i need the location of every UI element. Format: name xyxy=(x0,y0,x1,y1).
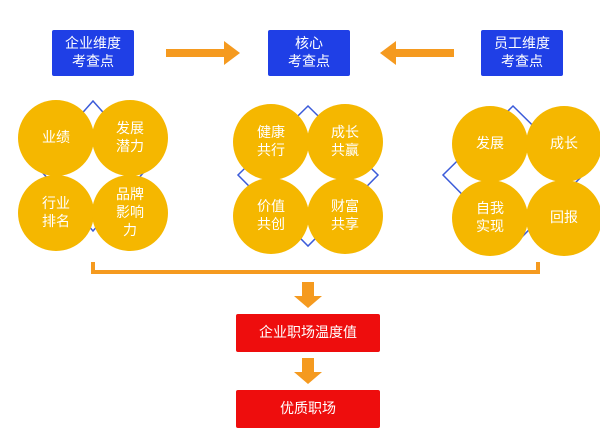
quality-box: 优质职场 xyxy=(236,390,380,428)
arrow-down-icon xyxy=(294,282,322,308)
employee-circle-growth: 成长 xyxy=(526,106,600,182)
core-circle-value: 价值共创 xyxy=(233,178,309,254)
arrow-down-icon xyxy=(294,358,322,384)
arrow-right-icon xyxy=(166,41,240,65)
core-circle-growth: 成长共赢 xyxy=(307,104,383,180)
employee-header: 员工维度考查点 xyxy=(481,30,563,76)
core-circle-wealth: 财富共享 xyxy=(307,178,383,254)
core-header: 核心考查点 xyxy=(268,30,350,76)
employee-circle-reward: 回报 xyxy=(526,180,600,256)
enterprise-circle-performance: 业绩 xyxy=(18,100,94,176)
enterprise-circle-ranking: 行业排名 xyxy=(18,175,94,251)
merge-bracket xyxy=(91,262,540,274)
enterprise-circle-potential: 发展潜力 xyxy=(92,100,168,176)
employee-circle-self-realization: 自我实现 xyxy=(452,180,528,256)
temperature-box: 企业职场温度值 xyxy=(236,314,380,352)
employee-circle-development: 发展 xyxy=(452,106,528,182)
core-circle-health: 健康共行 xyxy=(233,104,309,180)
enterprise-circle-brand: 品牌影响力 xyxy=(92,175,168,251)
arrow-left-icon xyxy=(380,41,454,65)
enterprise-header: 企业维度考查点 xyxy=(52,30,134,76)
